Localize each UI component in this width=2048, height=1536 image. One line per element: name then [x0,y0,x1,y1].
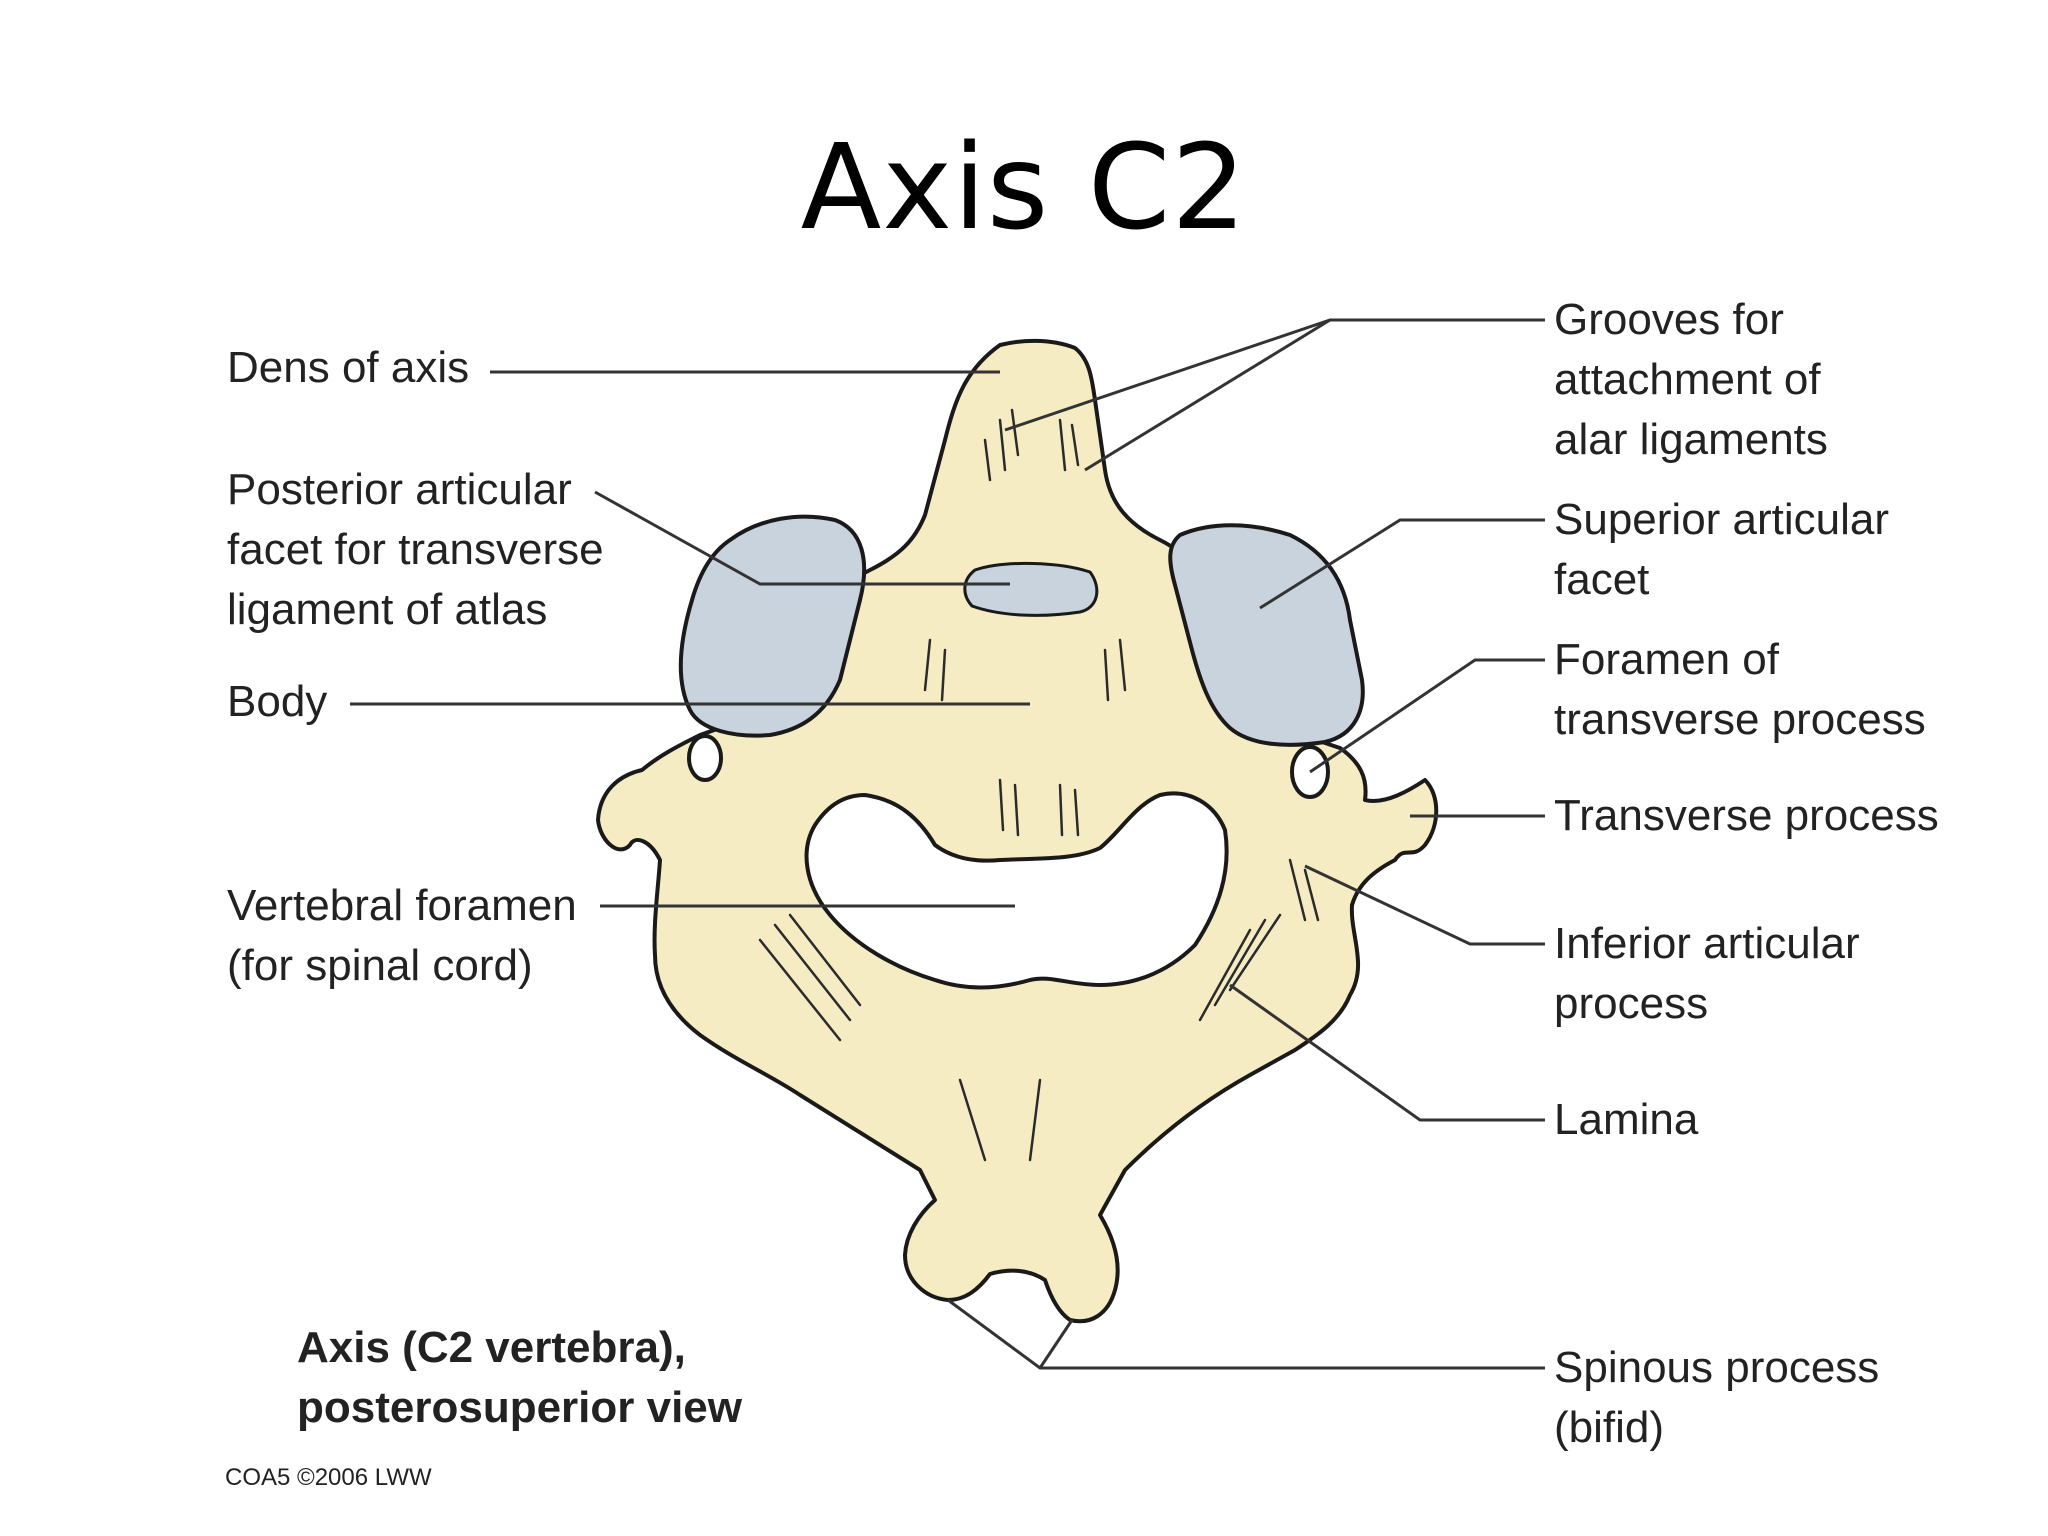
label-line: Posterior articular [227,465,572,514]
label-grooves-alar-ligaments: Grooves for attachment of alar ligaments [1554,290,1828,470]
label-spinous-process: Spinous process (bifid) [1554,1338,1879,1458]
leader-grooves-b [1084,318,1331,472]
label-superior-articular-facet: Superior articular facet [1554,490,1889,610]
label-line: transverse process [1554,695,1926,744]
leader-lamina [1229,983,1545,1122]
label-transverse-process: Transverse process [1554,791,1939,840]
label-vertebral-foramen: Vertebral foramen (for spinal cord) [227,876,577,996]
label-line: Spinous process [1554,1343,1880,1392]
leader-spinous-a [947,1298,1545,1370]
slide-title: Axis C2 [800,118,1248,256]
right-superior-facet [1168,523,1365,747]
leader-lines [350,318,1545,1370]
label-foramen-transverse-process: Foramen of transverse process [1554,630,1926,750]
label-line: Grooves for [1554,295,1784,344]
label-line: facet [1554,555,1650,604]
label-inferior-articular-process: Inferior articular process [1554,914,1860,1034]
label-posterior-articular-facet: Posterior articular facet for transverse… [227,460,604,640]
caption-line: posterosuperior view [297,1383,743,1432]
label-line: ligament of atlas [227,585,548,634]
left-transverse-foramen [687,734,723,782]
leader-foramen-transverse [1309,658,1545,774]
leader-inferior-articular [1304,864,1545,946]
label-line: process [1554,979,1709,1028]
label-line: (for spinal cord) [227,941,533,990]
leader-posterior-facet [594,490,1010,586]
label-line: Superior articular [1554,495,1890,544]
label-line: Vertebral foramen [227,881,577,930]
label-line: facet for transverse [227,525,604,574]
label-line: Inferior articular [1554,919,1860,968]
label-body: Body [227,677,328,726]
leader-spinous-b [1038,1319,1074,1369]
vertebral-foramen-opening [804,791,1229,990]
label-line: attachment of [1554,355,1821,404]
label-line: alar ligaments [1554,415,1828,464]
caption-line: Axis (C2 vertebra), [297,1323,686,1372]
copyright-notice: COA5 ©2006 LWW [225,1464,432,1491]
figure-caption: Axis (C2 vertebra), posterosuperior view [297,1318,742,1438]
left-superior-facet [678,514,867,738]
dens-posterior-facet [963,561,1099,617]
label-line: (bifid) [1554,1403,1665,1452]
leader-superior-facet [1259,518,1545,610]
label-line: Foramen of [1554,635,1779,684]
bone-hatching [758,408,1320,1162]
label-lamina: Lamina [1554,1095,1699,1144]
label-dens-of-axis: Dens of axis [227,343,470,392]
